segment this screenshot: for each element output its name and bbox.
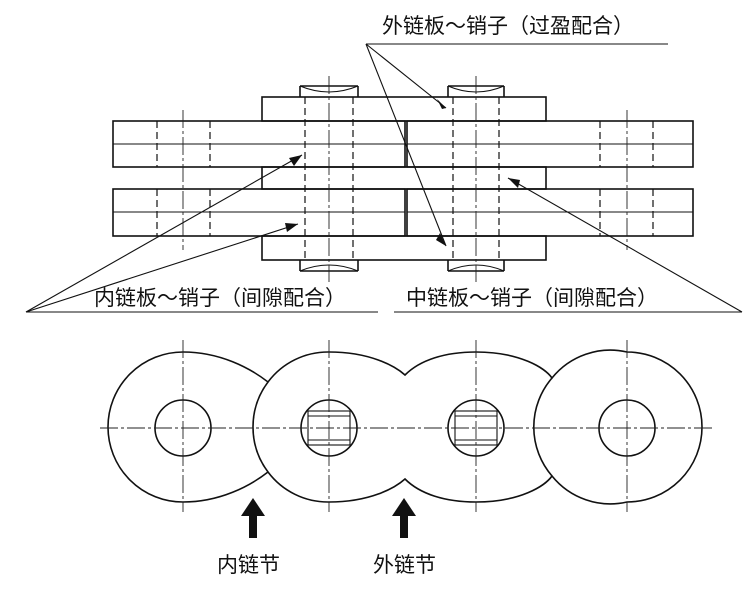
chain-outline <box>107 349 703 505</box>
side-view: 内链节 外链节 <box>100 340 712 577</box>
side-centre-lines <box>100 340 712 512</box>
inner-link-arc <box>252 381 269 473</box>
top-view: 外链板～销子（过盈配合） 内链板～销子（间隙配合） 中链板～销子（间隙配合） <box>25 14 743 313</box>
leader-lines <box>25 43 743 313</box>
label-middle-plate-pin: 中链板～销子（间隙配合） <box>406 286 658 310</box>
top-centre-lines <box>182 76 628 282</box>
arrow-outer-link <box>392 498 416 538</box>
label-outer-plate-pin: 外链板～销子（过盈配合） <box>382 14 634 38</box>
label-outer-link: 外链节 <box>373 553 436 577</box>
arrow-inner-link <box>241 498 265 538</box>
end-holes <box>156 121 654 236</box>
upper-plate-strand <box>112 120 694 168</box>
pin-right <box>447 85 505 272</box>
pin-left <box>299 85 359 272</box>
label-inner-plate-pin: 内链板～销子（间隙配合） <box>94 286 346 310</box>
lower-plate-strand <box>112 188 694 237</box>
outer-link-arc <box>533 377 553 477</box>
label-inner-link: 内链节 <box>217 553 280 577</box>
